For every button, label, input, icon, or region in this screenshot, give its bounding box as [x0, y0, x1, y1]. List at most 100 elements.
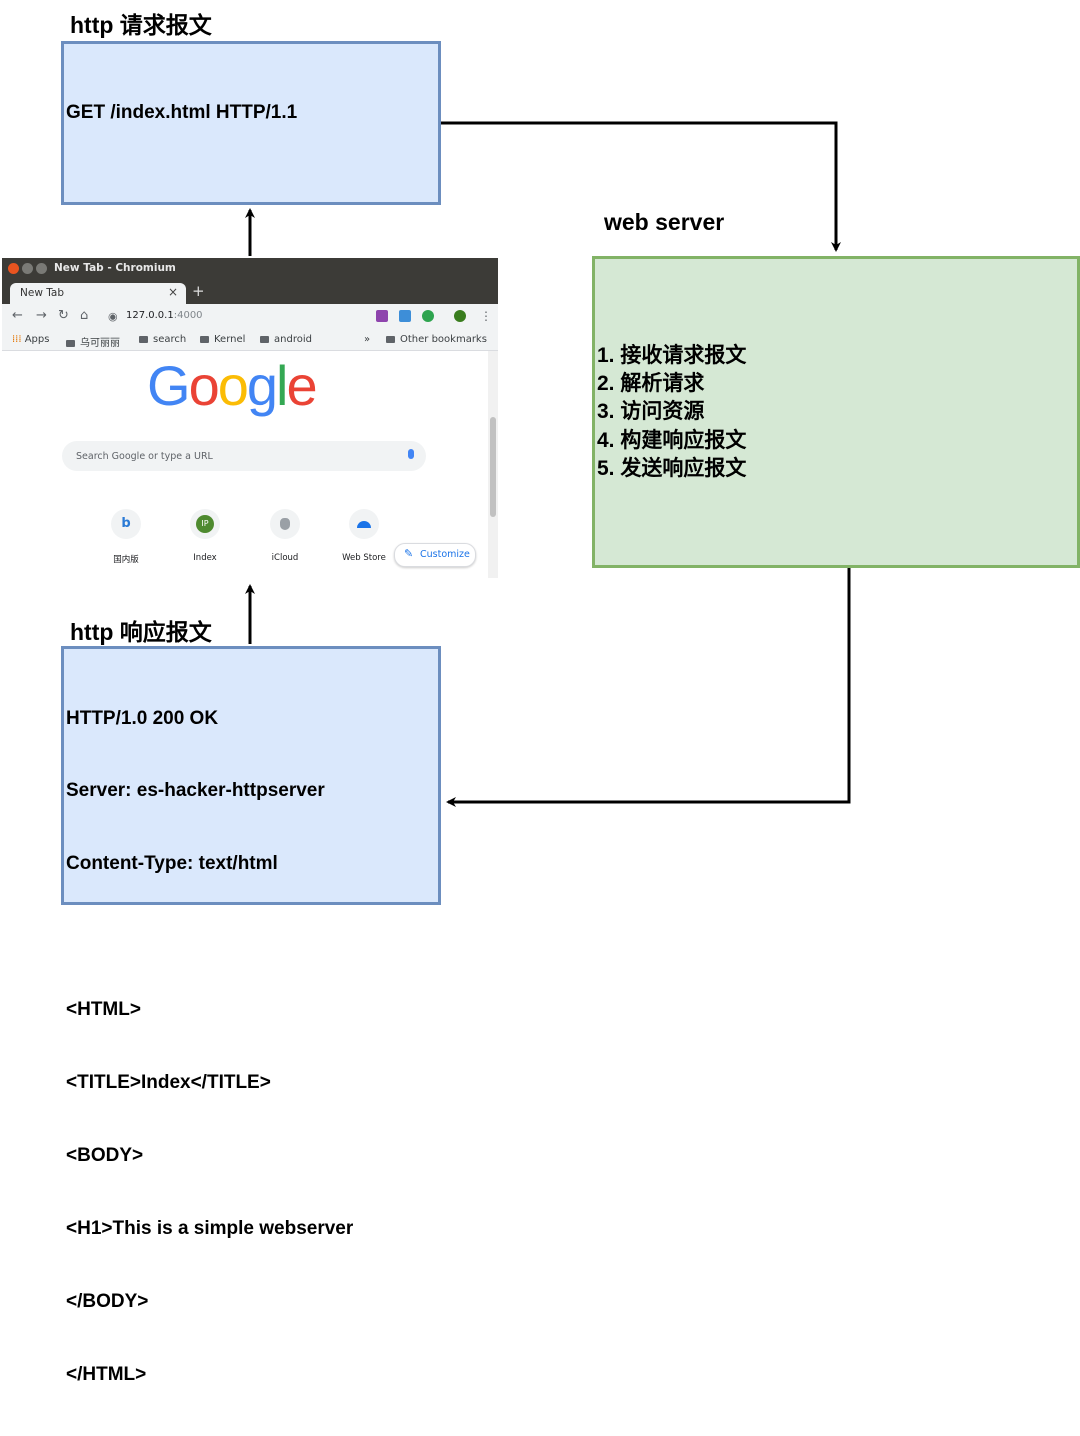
shortcut-label: 国内版	[113, 555, 139, 565]
profile-avatar[interactable]	[454, 310, 466, 322]
bing-icon: b	[121, 516, 131, 531]
shortcut-icon	[270, 509, 300, 539]
scrollbar[interactable]	[488, 351, 498, 578]
minimize-window-icon[interactable]	[22, 263, 33, 274]
window-title: New Tab - Chromium	[54, 262, 176, 274]
response-line	[66, 925, 353, 949]
microphone-icon[interactable]	[408, 449, 414, 459]
search-placeholder: Search Google or type a URL	[76, 451, 213, 462]
server-step: 2. 解析请求	[597, 372, 705, 396]
shortcut-tile[interactable]: Web Store	[334, 509, 394, 563]
extension-icon[interactable]	[422, 310, 434, 322]
folder-icon	[260, 335, 269, 343]
bookmark-label: Other bookmarks	[400, 334, 487, 345]
shortcut-tile[interactable]: iCloud	[255, 509, 315, 563]
maximize-window-icon[interactable]	[36, 263, 47, 274]
google-logo-letter: G	[147, 354, 191, 417]
bookmark-folder[interactable]: search	[139, 334, 186, 345]
server-steps: 1. 接收请求报文 2. 解析请求 3. 访问资源 4. 构建响应报文 5. 发…	[597, 342, 746, 483]
folder-icon	[66, 339, 75, 347]
shortcut-tile[interactable]: IP Index	[175, 509, 235, 563]
customize-button[interactable]: ✎ Customize	[394, 543, 476, 567]
back-icon[interactable]: ←	[12, 308, 23, 323]
shortcut-label: Web Store	[342, 553, 386, 563]
tab-title: New Tab	[20, 287, 65, 299]
google-logo-letter: o	[217, 354, 249, 417]
browser-titlebar: New Tab - Chromium	[2, 258, 498, 280]
request-title: http 请求报文	[70, 12, 212, 38]
extension-icon[interactable]	[399, 310, 411, 322]
browser-window: New Tab - Chromium New Tab × + ← → ↻ ⌂ ◉…	[2, 258, 498, 578]
bookmark-apps[interactable]: ⁞⁞⁞ Apps	[12, 334, 49, 345]
google-logo-letter: g	[246, 354, 278, 417]
bookmark-folder[interactable]: Kernel	[200, 334, 245, 345]
new-tab-page: Google Search Google or type a URL b 国内版…	[2, 351, 498, 578]
bookmark-label: Kernel	[214, 334, 246, 345]
response-title: http 响应报文	[70, 619, 212, 645]
request-line: GET /index.html HTTP/1.1	[66, 102, 298, 123]
site-info-icon[interactable]: ◉	[108, 310, 118, 323]
response-line: <BODY>	[66, 1144, 144, 1166]
shortcut-icon	[349, 509, 379, 539]
server-box: 1. 接收请求报文 2. 解析请求 3. 访问资源 4. 构建响应报文 5. 发…	[592, 256, 1080, 568]
server-step: 4. 构建响应报文	[597, 428, 747, 452]
arrow-request-to-server	[441, 121, 841, 252]
request-box: GET /index.html HTTP/1.1	[61, 41, 441, 205]
tab-strip: New Tab × +	[2, 280, 498, 304]
google-logo-letter: o	[188, 354, 220, 417]
url-port: :4000	[173, 310, 203, 321]
folder-icon	[386, 335, 395, 343]
tab-close-icon[interactable]: ×	[167, 285, 178, 299]
server-step: 3. 访问资源	[597, 400, 705, 424]
other-bookmarks[interactable]: Other bookmarks	[386, 334, 487, 345]
pencil-icon: ✎	[404, 547, 414, 560]
apps-grid-icon: ⁞⁞⁞	[12, 334, 25, 345]
shortcut-icon: IP	[190, 509, 220, 539]
server-step: 1. 接收请求报文	[597, 344, 747, 367]
close-window-icon[interactable]	[8, 263, 19, 274]
google-logo-letter: l	[276, 354, 289, 417]
browser-toolbar: ← → ↻ ⌂ ◉ 127.0.0.1:4000 ⋮	[2, 304, 498, 330]
index-icon: IP	[196, 515, 214, 533]
bookmark-folder[interactable]: 乌可丽丽	[66, 334, 120, 349]
bookmarks-overflow-icon[interactable]: »	[364, 334, 371, 345]
shortcut-label: Index	[193, 553, 217, 563]
bookmark-label: search	[153, 334, 187, 345]
scrollbar-thumb[interactable]	[490, 417, 496, 517]
tab-new-tab[interactable]: New Tab ×	[10, 283, 186, 304]
bookmark-label: Apps	[24, 334, 50, 345]
response-line: </HTML>	[66, 1363, 147, 1385]
folder-icon	[139, 335, 148, 343]
server-title: web server	[604, 209, 725, 235]
new-tab-button[interactable]: +	[192, 282, 205, 300]
response-line: <HTML>	[66, 999, 141, 1021]
menu-icon[interactable]: ⋮	[480, 309, 492, 323]
search-box[interactable]: Search Google or type a URL	[62, 441, 426, 471]
home-icon[interactable]: ⌂	[80, 308, 89, 323]
bookmark-label: android	[274, 334, 312, 345]
shortcut-label: iCloud	[271, 553, 299, 563]
reload-icon[interactable]: ↻	[58, 308, 69, 323]
customize-label: Customize	[420, 549, 470, 560]
web-store-icon	[357, 521, 371, 528]
address-bar[interactable]: 127.0.0.1:4000	[126, 310, 203, 321]
server-step: 5. 发送响应报文	[597, 456, 747, 480]
extension-icon[interactable]	[376, 310, 388, 322]
response-line: HTTP/1.0 200 OK	[66, 707, 219, 729]
response-line: <TITLE>Index</TITLE>	[66, 1072, 271, 1094]
google-logo: Google	[147, 353, 318, 418]
shortcut-tile[interactable]: b 国内版	[96, 509, 156, 565]
forward-icon[interactable]: →	[36, 308, 47, 323]
response-line: </BODY>	[66, 1290, 149, 1312]
bookmarks-bar: ⁞⁞⁞ Apps 乌可丽丽 search Kernel android » Ot…	[2, 330, 498, 351]
shortcut-icon: b	[111, 509, 141, 539]
google-logo-letter: e	[286, 354, 317, 417]
flow-arrows	[245, 121, 851, 807]
response-line: <H1>This is a simple webserver	[66, 1217, 354, 1239]
response-line: Content-Type: text/html	[66, 853, 278, 875]
arrow-server-to-response	[446, 568, 851, 807]
bookmark-folder[interactable]: android	[260, 334, 312, 345]
folder-icon	[200, 335, 209, 343]
url-host: 127.0.0.1	[126, 310, 174, 321]
apple-icon	[280, 518, 290, 530]
